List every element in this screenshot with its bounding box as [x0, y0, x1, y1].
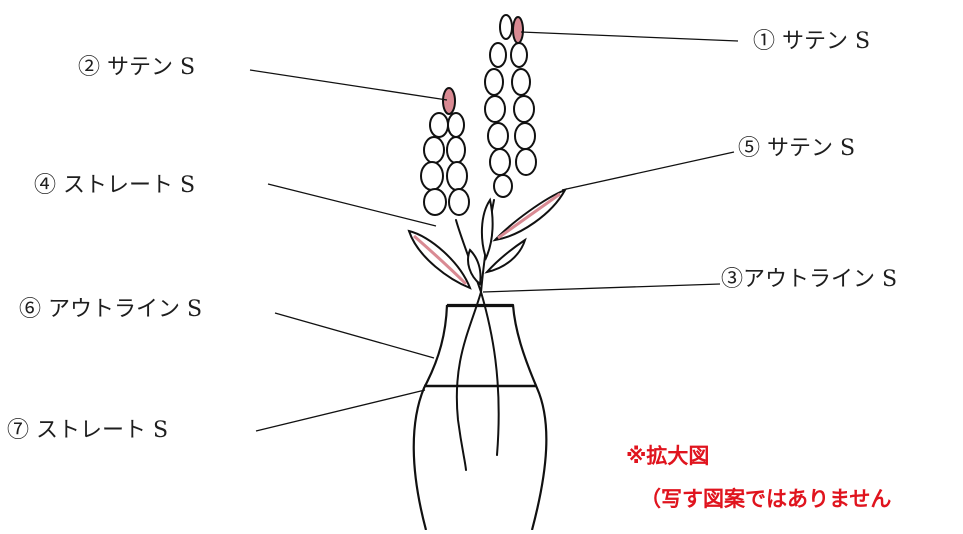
- leader-2: [249, 69, 448, 101]
- left-sprig: [420, 87, 470, 216]
- label-6: ⑥ アウトライン S: [19, 297, 203, 322]
- leader-4: [267, 183, 437, 227]
- leader-7: [255, 389, 426, 432]
- label-1: ① サテン S: [753, 29, 871, 54]
- note-subtitle: （写す図案ではありません: [640, 487, 892, 511]
- leader-1: [520, 31, 739, 42]
- stems: [455, 199, 500, 471]
- label-7: ⑦ ストレート S: [7, 418, 169, 443]
- label-5: ⑤ サテン S: [738, 136, 856, 161]
- note-title: ※拡大図: [626, 444, 710, 468]
- label-3: ③アウトライン S: [721, 267, 898, 292]
- leader-3: [482, 283, 721, 293]
- leader-5: [561, 151, 735, 191]
- vase-outline: [412, 303, 548, 531]
- vase: [412, 303, 548, 531]
- leaves: [407, 188, 568, 290]
- right-sprig: [484, 14, 537, 198]
- label-4: ④ ストレート S: [34, 173, 196, 198]
- leader-6: [274, 312, 435, 359]
- label-2: ② サテン S: [78, 55, 196, 80]
- leader-lines: [249, 31, 739, 432]
